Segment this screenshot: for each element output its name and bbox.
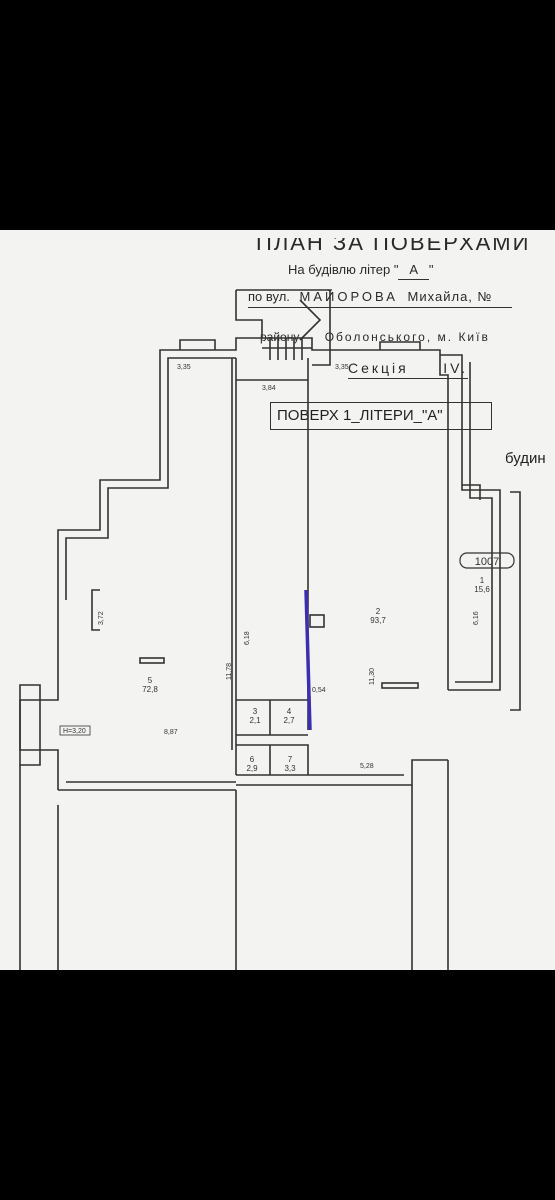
document-title: ПЛАН ЗА ПОВЕРХАМИ	[256, 230, 531, 255]
wall-lower-right	[411, 760, 449, 970]
section-line: Секція IV.	[348, 360, 469, 379]
dim-level: H=3,20	[63, 728, 86, 735]
building-line: На будівлю літер " А "	[288, 262, 434, 280]
door-mark	[309, 614, 325, 628]
wall-bottom	[58, 759, 448, 791]
section-label: Секція	[348, 360, 409, 379]
room-code-badge	[459, 552, 515, 569]
balcony-left	[19, 684, 41, 766]
building-letter: А	[398, 262, 429, 280]
room-3-area: 2,1	[249, 716, 261, 725]
street-line: по вул. МАЙОРОВА Михайла, №	[248, 289, 513, 308]
room-4-area: 2,7	[283, 716, 295, 725]
fixture-room-2	[381, 682, 419, 689]
windows-top	[179, 339, 421, 350]
district-name: Оболонського, м. Київ	[324, 330, 490, 344]
room-1-inner	[455, 362, 493, 683]
level-mark-box	[59, 725, 91, 736]
floor-plan-document: ПЛАН ЗА ПОВЕРХАМИ На будівлю літер " А "…	[0, 230, 555, 970]
wall-inner-left	[65, 357, 236, 600]
street-prefix: по вул.	[248, 289, 290, 304]
dim-616: 6,16	[473, 611, 480, 625]
dim-335-right: 3,35	[335, 364, 349, 371]
room-7-area: 3,3	[284, 764, 296, 773]
street-name: МАЙОРОВА	[299, 289, 398, 304]
room-7-number: 7	[288, 755, 293, 764]
floor-label-box: ПОВЕРХ 1_ЛІТЕРИ_"А"	[270, 402, 492, 430]
section-value: IV.	[408, 360, 469, 379]
room-2-area: 93,7	[370, 616, 386, 625]
staircase	[235, 289, 331, 366]
building-suffix: "	[428, 262, 434, 277]
room-1-number: 1	[480, 576, 485, 585]
room-5-area: 72,8	[142, 685, 158, 694]
dim-528: 5,28	[360, 763, 374, 770]
room-code: 1007	[475, 556, 499, 568]
neighbor-building-label: будин	[505, 450, 546, 467]
wall-outline-left	[57, 337, 449, 690]
dim-1178: 11,78	[226, 663, 233, 680]
windows-left	[91, 589, 100, 631]
small-rooms-block	[236, 699, 308, 736]
dim-618: 6,18	[244, 631, 251, 645]
room-6-number: 6	[250, 755, 255, 764]
dim-372: 3,72	[98, 611, 105, 625]
wall-bottom-inner	[66, 774, 404, 783]
street-suffix: Михайла, №	[407, 289, 493, 304]
room-6-area: 2,9	[246, 764, 258, 773]
room-3-number: 3	[253, 707, 258, 716]
room-1-area: 15,6	[474, 585, 490, 594]
district-line: району Оболонського, м. Київ	[260, 330, 490, 344]
room-2-number: 2	[376, 607, 381, 616]
dim-335-left: 3,35	[177, 364, 191, 371]
room-5-number: 5	[148, 676, 153, 685]
room-1-outline	[440, 354, 501, 691]
fixture-room-5	[139, 657, 165, 664]
dim-887: 8,87	[164, 729, 178, 736]
room-4-number: 4	[287, 707, 292, 716]
right-wing-frame	[462, 484, 521, 711]
wall-lower-extension	[19, 765, 237, 970]
stair-steps	[262, 299, 322, 360]
lower-rooms-block	[236, 744, 309, 775]
building-prefix: На будівлю літер "	[288, 262, 399, 277]
wall-lower-left	[19, 600, 59, 790]
floor-plan-drawing: 5 72,8 2 93,7 1 15,6 3 2,1 4 2,7 6 2,9 7…	[19, 289, 521, 970]
dim-054: 0,54	[312, 687, 326, 694]
dim-384: 3,84	[262, 385, 276, 392]
highlighted-wall	[304, 589, 312, 731]
dim-1130: 11,30	[369, 668, 376, 685]
